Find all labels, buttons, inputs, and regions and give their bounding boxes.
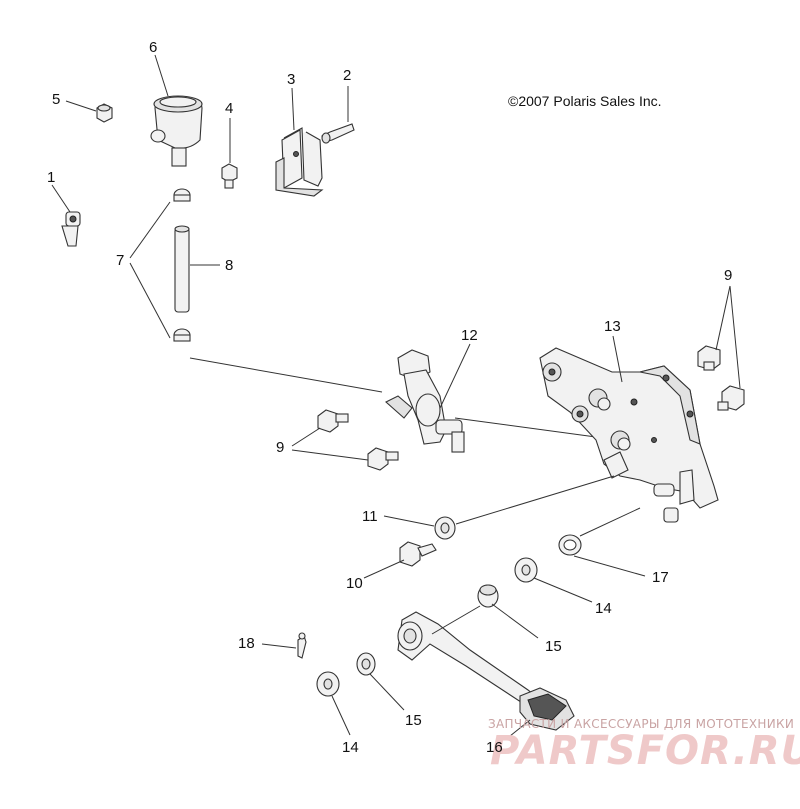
callout-3: 3 xyxy=(287,71,295,88)
part-15-bushing-right xyxy=(477,584,539,639)
part-5-nut xyxy=(65,100,113,123)
part-15-bushing-left xyxy=(356,652,405,711)
part-7-clamps xyxy=(129,188,191,342)
callout-14-left: 14 xyxy=(342,739,359,756)
callout-9-right: 9 xyxy=(724,267,732,284)
part-14-washer-right xyxy=(514,557,593,603)
callout-16: 16 xyxy=(486,739,503,756)
callout-5: 5 xyxy=(52,91,60,108)
callout-11: 11 xyxy=(362,508,378,525)
callout-17: 17 xyxy=(652,569,669,586)
watermark-brand: PARTSFOR.RU xyxy=(490,728,800,774)
hose-route-line xyxy=(189,357,383,393)
callout-7: 7 xyxy=(116,252,124,269)
part-2-pin xyxy=(321,86,355,144)
copyright-text: ©2007 Polaris Sales Inc. xyxy=(508,93,662,109)
callout-13: 13 xyxy=(604,318,621,335)
part-9-bolts-left xyxy=(291,409,399,471)
part-11-washer xyxy=(383,515,456,540)
callout-14-right: 14 xyxy=(595,600,612,617)
callout-18: 18 xyxy=(238,635,255,652)
callout-6: 6 xyxy=(149,39,157,56)
part-16-brake-pedal xyxy=(397,605,575,741)
callout-8: 8 xyxy=(225,257,233,274)
part-6-reservoir xyxy=(150,54,203,167)
part-8-hose xyxy=(174,225,220,313)
part-9-bolts-right xyxy=(697,285,745,411)
callout-12: 12 xyxy=(461,327,478,344)
part-10-bolt xyxy=(363,541,437,579)
callout-2: 2 xyxy=(343,67,351,84)
part-17-spring-clip xyxy=(558,534,646,577)
part-14-washer-left xyxy=(316,671,351,736)
part-1-fitting xyxy=(51,184,81,247)
part-3-bracket xyxy=(275,87,324,197)
watermark-tagline: ЗАПЧАСТИ И АКСЕССУАРЫ ДЛЯ МОТОТЕХНИКИ xyxy=(488,717,794,731)
callout-15-left: 15 xyxy=(405,712,422,729)
part-13-mount-plate xyxy=(455,335,719,537)
callout-10: 10 xyxy=(346,575,363,592)
part-4-bolt xyxy=(221,118,238,189)
callout-9-left: 9 xyxy=(276,439,284,456)
callout-4: 4 xyxy=(225,100,233,117)
callout-1: 1 xyxy=(47,169,55,186)
callout-15-right: 15 xyxy=(545,638,562,655)
part-12-master-cylinder xyxy=(385,343,619,453)
part-18-cotter-pin xyxy=(261,632,307,659)
